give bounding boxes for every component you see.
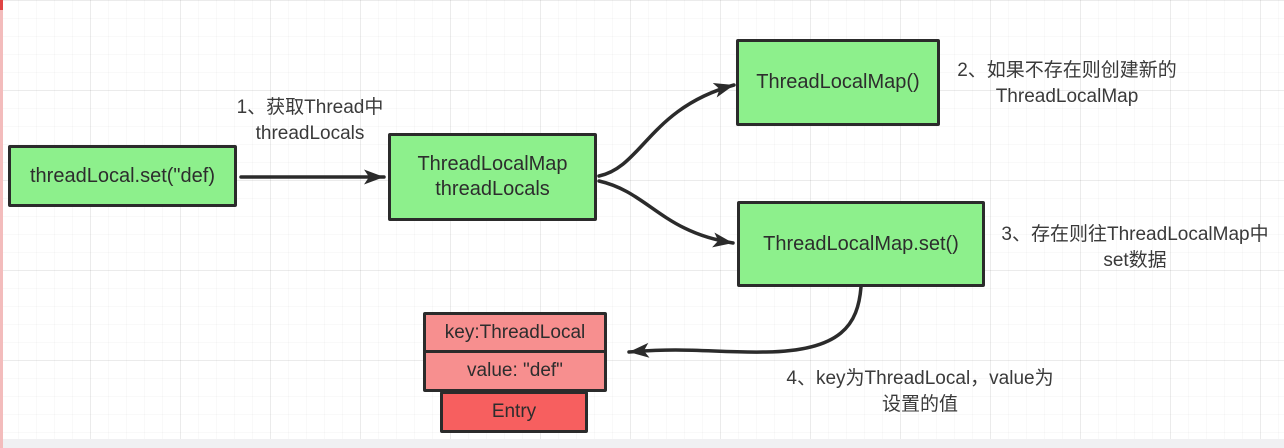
arrow-step2: [597, 83, 736, 178]
annotation-step1-line1: 1、获取Thread中: [236, 97, 384, 118]
node-entry-key: key:ThreadLocal: [423, 312, 607, 353]
node-entry-value: value: "def": [423, 350, 607, 392]
annotation-step3-line2: set数据: [1103, 250, 1167, 272]
node-threadlocalmap-set: ThreadLocalMap.set(): [737, 201, 985, 287]
node-entry-key-label: key:ThreadLocal: [444, 321, 586, 343]
left-red-strip: [0, 0, 3, 448]
node-entry: Entry: [440, 391, 588, 433]
annotation-step2-line2: ThreadLocalMap: [995, 86, 1139, 108]
annotation-step1-line2: threadLocals: [255, 123, 365, 145]
node-threadlocalmap-set-label: ThreadLocalMap.set(): [763, 232, 959, 255]
node-threadlocal-set: threadLocal.set("def): [8, 145, 237, 207]
node-entry-value-label: value: "def": [467, 360, 563, 382]
arrow-step3: [597, 179, 735, 248]
node-threadlocalmap-ctor-label: ThreadLocalMap(): [756, 71, 920, 93]
annotation-step2-line1: 2、如果不存在则创建新的: [957, 60, 1177, 81]
node-threadlocals-line2: threadLocals: [435, 178, 550, 200]
annotation-step1: 1、获取Thread中 threadLocals: [200, 95, 420, 147]
annotation-step4: 4、key为ThreadLocal，value为 设置的值: [770, 366, 1070, 418]
node-entry-label: Entry: [491, 401, 537, 423]
annotation-step3-line1: 3、存在则往ThreadLocalMap中: [1001, 224, 1269, 245]
bottom-gray-strip: [0, 439, 1284, 448]
node-threadlocals: ThreadLocalMap threadLocals: [388, 133, 597, 221]
node-threadlocalmap-ctor: ThreadLocalMap(): [736, 39, 940, 126]
arrow-step4: [627, 285, 863, 358]
annotation-step3: 3、存在则往ThreadLocalMap中 set数据: [986, 222, 1284, 274]
annotation-step2: 2、如果不存在则创建新的 ThreadLocalMap: [942, 58, 1192, 110]
annotation-step4-line1: 4、key为ThreadLocal，value为: [786, 368, 1054, 389]
node-threadlocal-set-label: threadLocal.set("def): [30, 164, 215, 187]
annotation-step4-line2: 设置的值: [881, 394, 958, 416]
node-threadlocals-line1: ThreadLocalMap: [417, 153, 568, 175]
